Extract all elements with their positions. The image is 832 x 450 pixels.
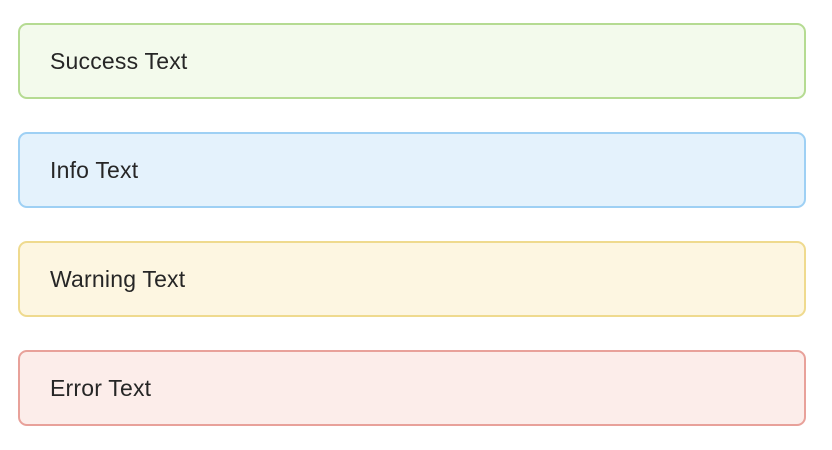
alert-stack: Success Text Info Text Warning Text Erro…	[18, 23, 806, 426]
alert-warning: Warning Text	[18, 241, 806, 317]
alert-error-label: Error Text	[50, 375, 152, 401]
alert-info-label: Info Text	[50, 157, 139, 183]
alert-info: Info Text	[18, 132, 806, 208]
alert-error: Error Text	[18, 350, 806, 426]
alert-success-label: Success Text	[50, 48, 188, 74]
alert-warning-label: Warning Text	[50, 266, 186, 292]
alert-success: Success Text	[18, 23, 806, 99]
